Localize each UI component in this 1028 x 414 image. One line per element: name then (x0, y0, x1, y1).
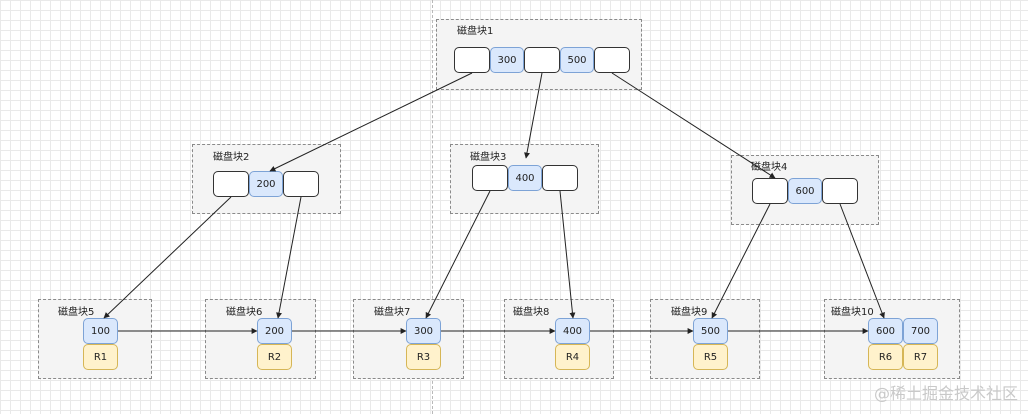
pointer-cell (472, 165, 508, 191)
leaf-key: 100 (83, 318, 118, 344)
disk-block-1-label: 磁盘块1 (457, 26, 494, 37)
disk-block-5-label: 磁盘块5 (58, 307, 95, 318)
pointer-cell (524, 47, 560, 73)
pointer-cell (594, 47, 630, 73)
data-record: R6 (868, 344, 903, 370)
leaf-key: 400 (555, 318, 590, 344)
edge-arrow (711, 203, 771, 319)
data-record: R4 (555, 344, 590, 370)
pointer-cell (542, 165, 578, 191)
index-key: 500 (560, 47, 594, 73)
data-record: R5 (693, 344, 728, 370)
leaf-key: 700 (903, 318, 938, 344)
edge-arrow (269, 72, 473, 172)
watermark: @稀土掘金技术社区 (873, 384, 1018, 403)
data-record: R7 (903, 344, 938, 370)
edge-arrow (276, 196, 302, 319)
index-key: 400 (508, 165, 542, 191)
pointer-cell (213, 171, 249, 197)
pointer-cell (752, 178, 788, 204)
pointer-cell (283, 171, 319, 197)
center-divider-line (432, 0, 433, 414)
disk-block-9-label: 磁盘块9 (671, 307, 708, 318)
disk-block-3-label: 磁盘块3 (470, 152, 507, 163)
edge-arrow (524, 72, 543, 159)
index-key: 300 (490, 47, 524, 73)
disk-block-8-label: 磁盘块8 (513, 307, 550, 318)
data-record: R1 (83, 344, 118, 370)
disk-block-2-label: 磁盘块2 (213, 152, 250, 163)
edge-arrow (611, 72, 776, 179)
edge-arrow (839, 203, 885, 319)
disk-block-7-label: 磁盘块7 (374, 307, 411, 318)
index-key: 200 (249, 171, 283, 197)
data-record: R3 (406, 344, 441, 370)
leaf-key: 300 (406, 318, 441, 344)
edge-arrow (103, 196, 232, 319)
edge-arrow (425, 190, 491, 319)
pointer-cell (454, 47, 490, 73)
edge-arrow (559, 190, 576, 319)
disk-block-6-label: 磁盘块6 (226, 307, 263, 318)
index-key: 600 (788, 178, 822, 204)
disk-block-10-label: 磁盘块10 (831, 307, 874, 318)
disk-block-4-label: 磁盘块4 (751, 162, 788, 173)
pointer-cell (822, 178, 858, 204)
leaf-key: 600 (868, 318, 903, 344)
data-record: R2 (257, 344, 292, 370)
